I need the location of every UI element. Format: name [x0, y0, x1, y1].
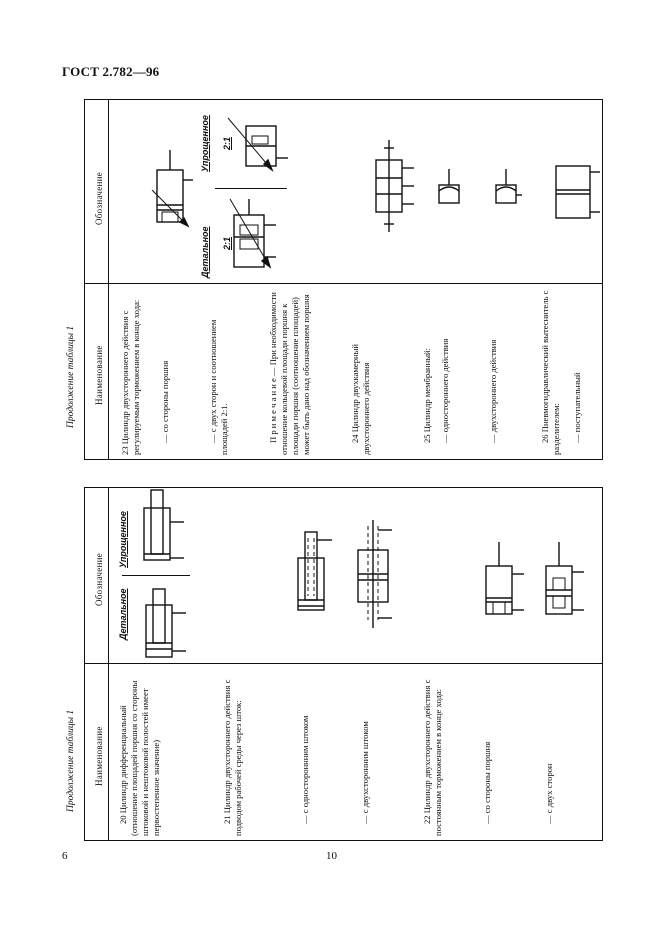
symbol-21b-cylinder — [357, 520, 392, 628]
symbol-20-detailed — [145, 588, 186, 658]
divider-23 — [215, 188, 287, 189]
symbol-22b-cylinder — [545, 542, 584, 615]
sheet-number: 10 — [326, 850, 337, 862]
label-simplified-20: Упрощенное — [118, 511, 128, 568]
page-number: 6 — [62, 850, 68, 862]
symbol-23a-cylinder — [151, 150, 193, 228]
row-25-title: 25 Цилиндр мембранный: — [422, 348, 432, 443]
divider-20 — [122, 575, 190, 576]
symbol-23b-detailed — [229, 198, 276, 269]
symbol-22a-cylinder — [485, 542, 524, 615]
label-detailed-20: Детальное — [118, 588, 128, 640]
symbol-23b-simplified — [227, 117, 288, 173]
label-simplified-23: Упрощенное — [200, 115, 210, 172]
row-21b: — с двухсторонним штоком — [360, 721, 370, 824]
table-right-header-symbol: Обозначение — [94, 171, 104, 225]
table-left-header-name: Наименование — [94, 726, 104, 786]
symbol-21a-cylinder — [297, 531, 332, 611]
row-23b: — с двух сторон и соотношением площадей … — [208, 319, 229, 455]
row-22b: — с двух сторон — [544, 763, 554, 824]
row-23-title: 23 Цилиндр двухстороннего действия с рег… — [120, 299, 141, 455]
row-26a: — поступательный — [572, 372, 582, 443]
row-23a: — со стороны поршня — [160, 360, 170, 443]
row-22-title: 22 Цилиндр двухстороннего действия с пос… — [422, 679, 443, 836]
table-right-continuation: Продолжение таблицы 1 — [66, 325, 76, 428]
row-24: 24 Цилиндр двухкамерный двухстороннего д… — [350, 344, 371, 455]
symbol-26a-displacer — [555, 165, 600, 219]
table-left-header-symbol: Обозначение — [94, 552, 104, 606]
symbol-25a-membrane — [438, 169, 460, 204]
row-20: 20 Цилиндр дифференциальный (отношение п… — [118, 680, 161, 836]
symbol-25b-membrane — [495, 169, 522, 204]
table-right-header-name: Наименование — [94, 345, 104, 405]
row-25b: — двухстороннего действия — [488, 339, 498, 443]
row-23-note: П р и м е ч а н и е — При необходимости … — [268, 292, 311, 455]
document-header: ГОСТ 2.782—96 — [62, 64, 160, 79]
row-21-title: 21 Цилиндр двухстороннего действия с под… — [222, 679, 243, 836]
label-detailed-23: Детальное — [200, 226, 210, 278]
symbol-24-two-chamber — [375, 140, 414, 232]
symbol-20-simplified — [143, 489, 184, 561]
row-21a: — с одностороннним штоком — [300, 715, 310, 824]
row-22a: — со стороны поршня — [482, 741, 492, 824]
row-26-title: 26 Пневмогидравлический вытеснитель с ра… — [540, 290, 561, 455]
table-left-continuation: Продолжение таблицы 1 — [66, 709, 76, 812]
row-25a: — одностороннего действия — [440, 338, 450, 443]
